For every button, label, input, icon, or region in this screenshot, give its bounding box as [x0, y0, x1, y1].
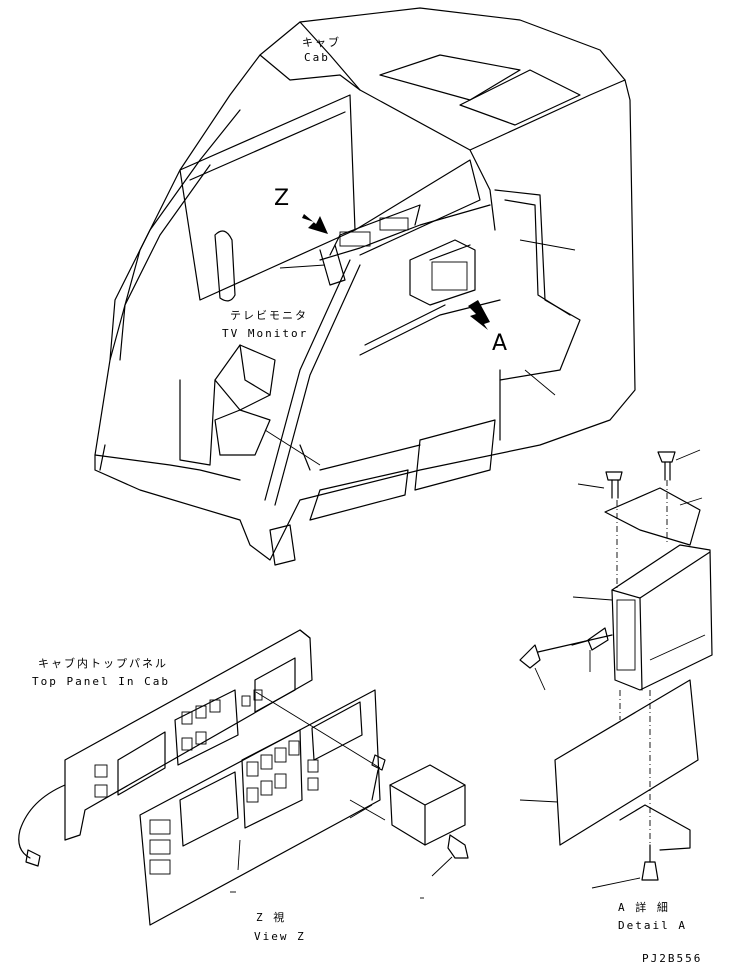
detail-a-drawing [519, 449, 713, 889]
detail-a-label-jp: A 詳 細 [618, 900, 670, 914]
view-z-label-en: View Z [254, 930, 306, 943]
top-panel-label-en: Top Panel In Cab [32, 675, 170, 688]
top-panel-drawing [18, 629, 469, 926]
top-panel-label-jp: キャブ内トップパネル [38, 656, 168, 670]
cab-label-en: Cab [304, 51, 330, 64]
view-z-marker: Z [274, 186, 289, 211]
view-z-arrow: Z [274, 186, 328, 234]
detail-a-arrow: A [468, 300, 507, 356]
cab-drawing [94, 7, 636, 566]
drawing-code: PJ2B556 [642, 952, 702, 965]
cab-label-jp: キャブ [302, 35, 341, 49]
detail-a-label-en: Detail A [618, 919, 687, 932]
detail-a-marker: A [492, 331, 507, 356]
bold-arrow-icon [468, 300, 490, 330]
tv-monitor-label-jp: テレビモニタ [230, 309, 308, 322]
tv-monitor-label-en: TV Monitor [222, 327, 308, 340]
view-z-label-jp: Z 視 [256, 910, 286, 924]
bold-arrow-icon [302, 214, 328, 234]
